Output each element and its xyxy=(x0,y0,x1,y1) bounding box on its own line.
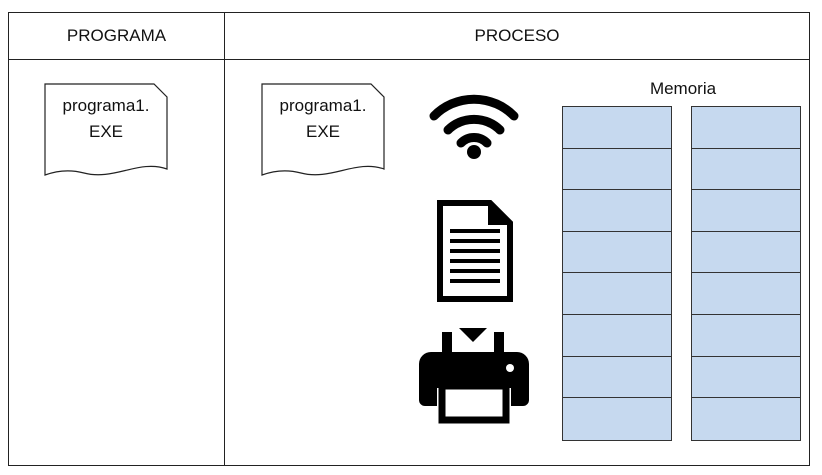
memory-cell xyxy=(563,315,671,357)
memory-cell xyxy=(692,190,800,232)
programa-header: PROGRAMA xyxy=(9,12,224,59)
program-file-name: programa1. EXE xyxy=(44,93,168,145)
proceso-header-label: PROCESO xyxy=(474,25,560,45)
memory-cell xyxy=(563,149,671,191)
header-divider xyxy=(8,59,810,60)
process-file-name: programa1. EXE xyxy=(261,93,385,145)
process-file-line2: EXE xyxy=(305,122,341,141)
memory-cell xyxy=(563,190,671,232)
memory-label: Memoria xyxy=(649,79,717,98)
memory-cell xyxy=(692,273,800,315)
printer-icon xyxy=(417,326,531,429)
memory-cell xyxy=(563,232,671,274)
memory-cell xyxy=(692,232,800,274)
document-shape-outline xyxy=(261,83,385,176)
program-file-line2: EXE xyxy=(88,122,124,141)
memory-cell xyxy=(692,149,800,191)
memory-cell xyxy=(692,315,800,357)
document-shape-outline xyxy=(44,83,168,176)
memory-cell xyxy=(692,357,800,399)
column-divider xyxy=(224,12,225,466)
document-icon xyxy=(436,199,514,308)
memory-cell xyxy=(692,107,800,149)
memory-cell xyxy=(563,398,671,440)
process-file-shape: programa1. EXE xyxy=(261,83,385,179)
program-file-line1: programa1. xyxy=(62,96,150,115)
process-file-line1: programa1. xyxy=(279,96,367,115)
memory-column xyxy=(562,106,672,441)
program-file-shape: programa1. EXE xyxy=(44,83,168,179)
memory-cell xyxy=(692,398,800,440)
programa-header-label: PROGRAMA xyxy=(66,25,167,45)
memory-cell xyxy=(563,357,671,399)
memory-cell xyxy=(563,273,671,315)
diagram-frame xyxy=(8,12,810,466)
wifi-icon xyxy=(428,92,520,165)
proceso-header: PROCESO xyxy=(225,12,809,59)
memory-column xyxy=(691,106,801,441)
memory-cell xyxy=(563,107,671,149)
